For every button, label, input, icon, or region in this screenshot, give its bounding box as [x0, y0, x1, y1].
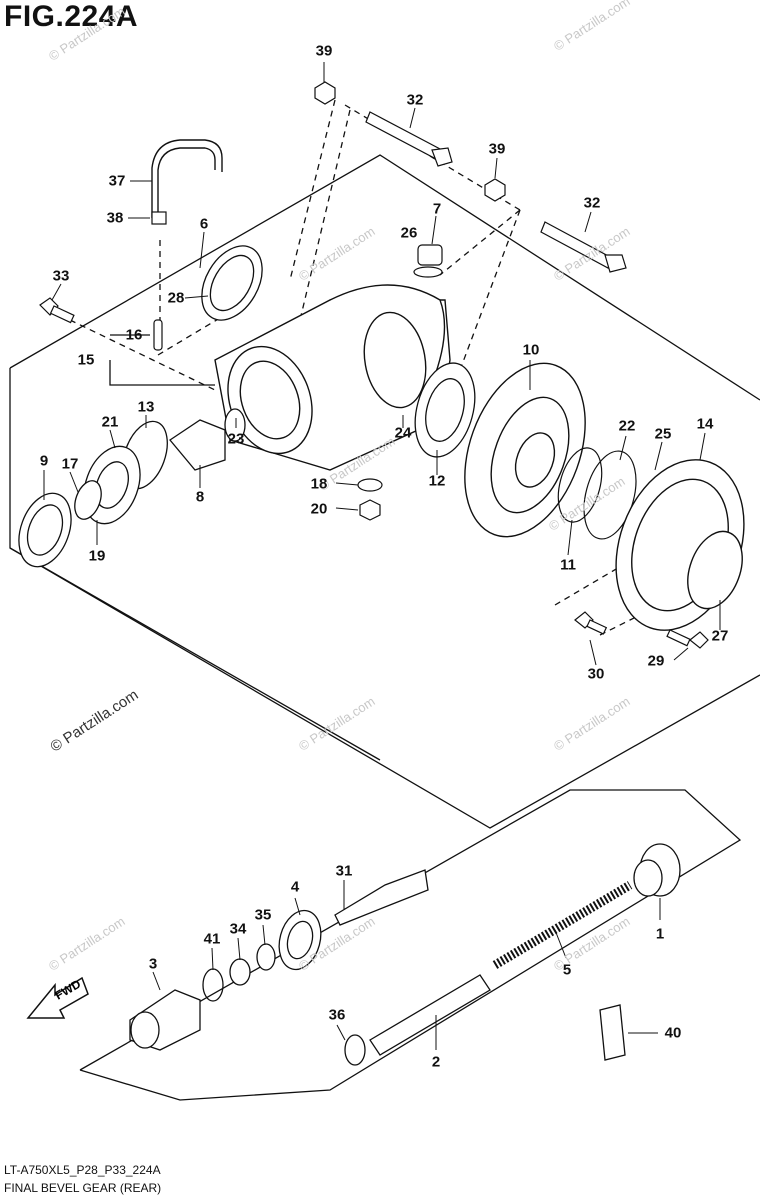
callout-31: 31 [335, 862, 353, 880]
callout-41: 41 [203, 930, 221, 948]
callout-18: 18 [310, 475, 328, 493]
callout-33: 33 [52, 267, 70, 285]
callout-27: 27 [711, 627, 729, 645]
callout-3: 3 [148, 955, 158, 973]
upper-boundary [9, 154, 760, 401]
callout-34: 34 [229, 920, 247, 938]
callout-38: 38 [106, 209, 124, 227]
callout-35: 35 [254, 906, 272, 924]
callout-14: 14 [696, 415, 714, 433]
callout-36: 36 [328, 1006, 346, 1024]
callout-28: 28 [167, 289, 185, 307]
callout-8: 8 [195, 488, 205, 506]
callout-16: 16 [125, 326, 143, 344]
callout-1: 1 [655, 925, 665, 943]
callout-30: 30 [587, 665, 605, 683]
callout-23: 23 [227, 430, 245, 448]
callout-6: 6 [199, 215, 209, 233]
callout-4: 4 [290, 878, 300, 896]
diagram-code: LT-A750XL5_P28_P33_224A [4, 1163, 161, 1177]
diagram-caption: FINAL BEVEL GEAR (REAR) [4, 1181, 162, 1195]
callout-2: 2 [431, 1053, 441, 1071]
callout-39-top: 39 [315, 42, 333, 60]
callout-19: 19 [88, 547, 106, 565]
callout-13: 13 [137, 398, 155, 416]
callout-22: 22 [618, 417, 636, 435]
fwd-arrow [26, 976, 89, 1019]
figure-title: FIG.224A [4, 0, 139, 33]
callout-11: 11 [560, 556, 576, 574]
callout-21: 21 [101, 413, 119, 431]
callout-15: 15 [77, 351, 95, 369]
callout-40: 40 [664, 1024, 682, 1042]
callout-26: 26 [400, 224, 418, 242]
callout-39-right: 39 [488, 140, 506, 158]
callout-32-right: 32 [583, 194, 601, 212]
callout-12: 12 [428, 472, 446, 490]
callout-29: 29 [647, 652, 665, 670]
lower-boundary [79, 789, 742, 1101]
callout-20: 20 [310, 500, 328, 518]
callout-32-top: 32 [406, 91, 424, 109]
upper-boundary-lower [9, 368, 760, 829]
callout-10: 10 [522, 341, 540, 359]
callout-37: 37 [108, 172, 126, 190]
callout-25: 25 [654, 425, 672, 443]
callout-17: 17 [61, 455, 79, 473]
callout-5: 5 [562, 961, 572, 979]
callout-7: 7 [432, 200, 442, 218]
callout-24: 24 [394, 424, 412, 442]
callout-9: 9 [39, 452, 49, 470]
